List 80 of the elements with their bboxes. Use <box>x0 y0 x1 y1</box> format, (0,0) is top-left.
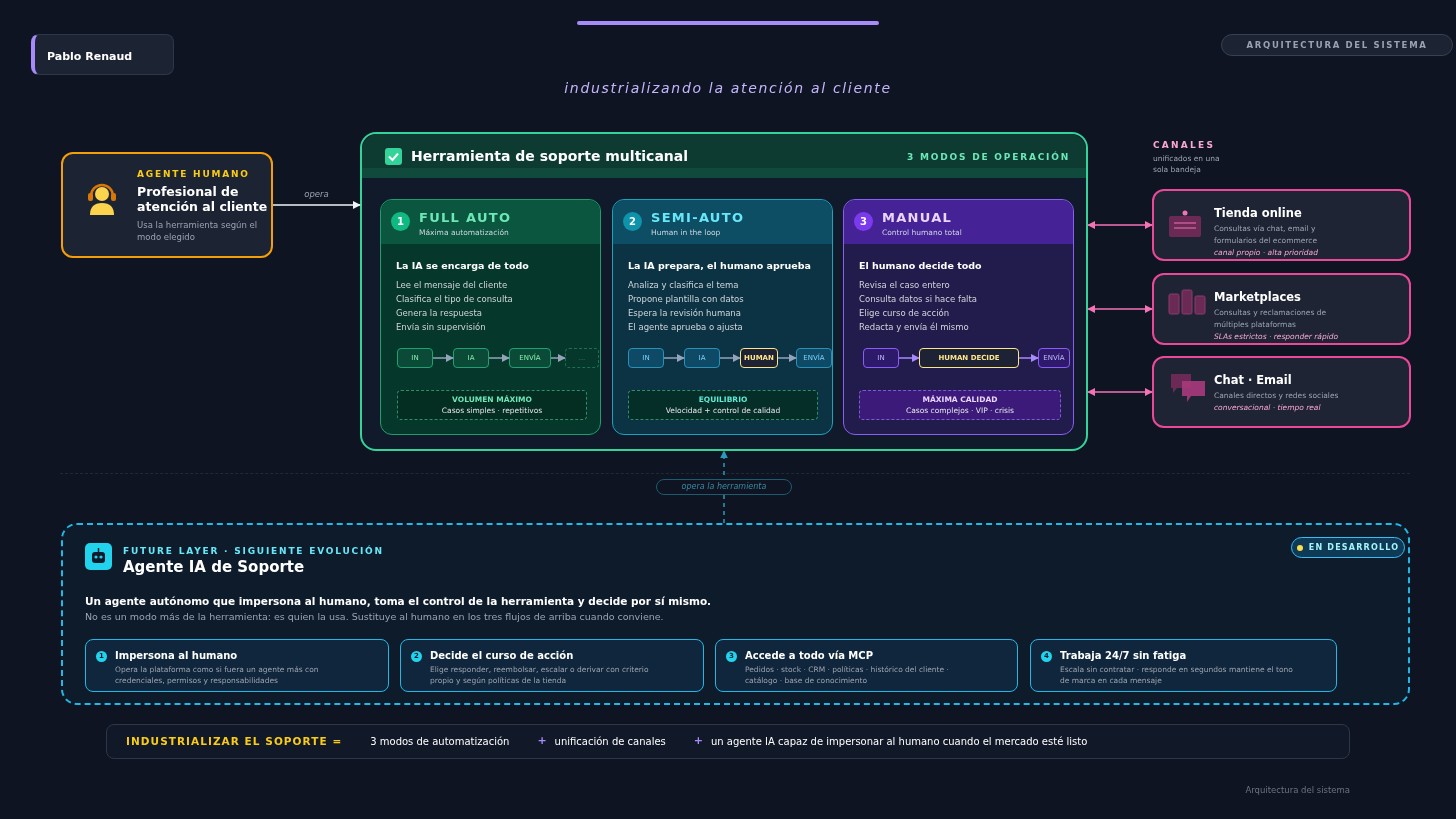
layer-description: No es un modo más de la herramienta: es quien la usa. Sustituye al humano en los tres flujos de arriba cuando conviene. <box>85 610 664 624</box>
section-kicker: CANALES <box>1153 139 1216 152</box>
arrow <box>1087 221 1153 229</box>
mode-title: MANUAL <box>882 209 953 227</box>
arrow <box>719 354 741 362</box>
status-text: EN DESARROLLO <box>1308 541 1400 554</box>
summary-box <box>397 390 587 420</box>
channel-card <box>1152 273 1411 345</box>
section-pill <box>1221 34 1453 56</box>
channel-title: Marketplaces <box>1214 290 1302 305</box>
summary-bar <box>106 724 1350 759</box>
mode-card <box>843 199 1074 435</box>
panel-kicker: 3 MODOS DE OPERACIÓN <box>907 151 1070 164</box>
summary-box <box>859 390 1061 420</box>
step-text: Analiza y clasifica el tema <box>628 280 740 291</box>
formula-term: un agente IA capaz de impersonar al humano cuando el mercado esté listo <box>711 735 1088 749</box>
author-name: Pablo Renaud <box>47 50 133 63</box>
formula-term: unificación de canales <box>554 735 666 749</box>
role-card <box>61 152 273 258</box>
plus-sign: + <box>693 733 703 750</box>
mode-card <box>380 199 601 435</box>
step-text: Envía sin supervisión <box>396 322 487 333</box>
step-text: Consulta datos si hace falta <box>859 294 977 305</box>
panel-title: Herramienta de soporte multicanal <box>411 147 689 166</box>
feature-card <box>1030 639 1337 692</box>
step-text: El agente aprueba o ajusta <box>628 322 744 333</box>
formula-term: 3 modos de automatización <box>370 735 510 749</box>
step-text: Genera la respuesta <box>396 308 484 319</box>
channel-card <box>1152 189 1411 261</box>
role-kicker: AGENTE HUMANO <box>137 168 251 181</box>
arrow <box>720 450 728 524</box>
arrow <box>550 354 566 362</box>
edge-label: opera la herramienta <box>656 479 792 495</box>
layer-statement: Un agente autónomo que impersona al humano, toma el control de la herramienta y decide por sí mismo. <box>85 594 712 609</box>
arrow <box>488 354 510 362</box>
feature-card <box>400 639 704 692</box>
channel-title: Chat · Email <box>1214 373 1293 388</box>
step-text: Elige curso de acción <box>859 308 951 319</box>
step-text: Redacta y envía él mismo <box>859 322 970 333</box>
mode-heading: La IA prepara, el humano aprueba <box>628 259 811 273</box>
arrow <box>1087 305 1153 313</box>
channel-card <box>1152 356 1411 428</box>
subtitle: industrializando la atención al cliente <box>563 79 893 98</box>
layer-title: Agente IA de Soporte <box>123 557 305 578</box>
channel-title: Tienda online <box>1214 206 1303 221</box>
role-description: Usa la herramienta según el modo elegido <box>137 218 259 243</box>
role-title: Profesional de atención al cliente <box>137 183 269 214</box>
future-layer-panel <box>61 523 1410 705</box>
arrow <box>432 354 454 362</box>
step-text: Lee el mensaje del cliente <box>396 280 509 291</box>
arrow <box>777 354 797 362</box>
arrow <box>1087 388 1153 396</box>
pill-text: ARQUITECTURA DEL SISTEMA <box>1246 38 1428 52</box>
feature-title: Decide el curso de acción <box>430 649 574 663</box>
mode-heading: La IA se encarga de todo <box>396 259 529 273</box>
feature-card <box>715 639 1018 692</box>
feature-title: Accede a todo vía MCP <box>745 649 873 663</box>
tool-panel <box>360 132 1088 451</box>
footer-text: Arquitectura del sistema <box>1245 784 1350 797</box>
mode-heading: El humano decide todo <box>859 259 982 273</box>
formula-heading: INDUSTRIALIZAR EL SOPORTE = <box>126 733 343 749</box>
step-text: Revisa el caso entero <box>859 280 951 291</box>
step-text: Clasifica el tipo de consulta <box>396 294 513 305</box>
layer-kicker: FUTURE LAYER · SIGUIENTE EVOLUCIÓN <box>123 545 384 558</box>
arrow <box>272 201 361 209</box>
author-card <box>31 34 174 75</box>
arrow <box>1018 354 1039 362</box>
status-badge <box>1291 537 1405 558</box>
plus-sign: + <box>537 733 547 750</box>
mode-title: FULL AUTO <box>419 209 512 227</box>
step-text: Espera la revisión humana <box>628 308 742 319</box>
arrow <box>663 354 685 362</box>
arrow <box>898 354 920 362</box>
feature-card <box>85 639 389 692</box>
step-text: Propone plantilla con datos <box>628 294 744 305</box>
mode-title: SEMI-AUTO <box>651 209 745 227</box>
feature-title: Impersona al humano <box>115 649 238 663</box>
feature-title: Trabaja 24/7 sin fatiga <box>1060 649 1187 663</box>
mode-card <box>612 199 833 435</box>
summary-box <box>628 390 818 420</box>
